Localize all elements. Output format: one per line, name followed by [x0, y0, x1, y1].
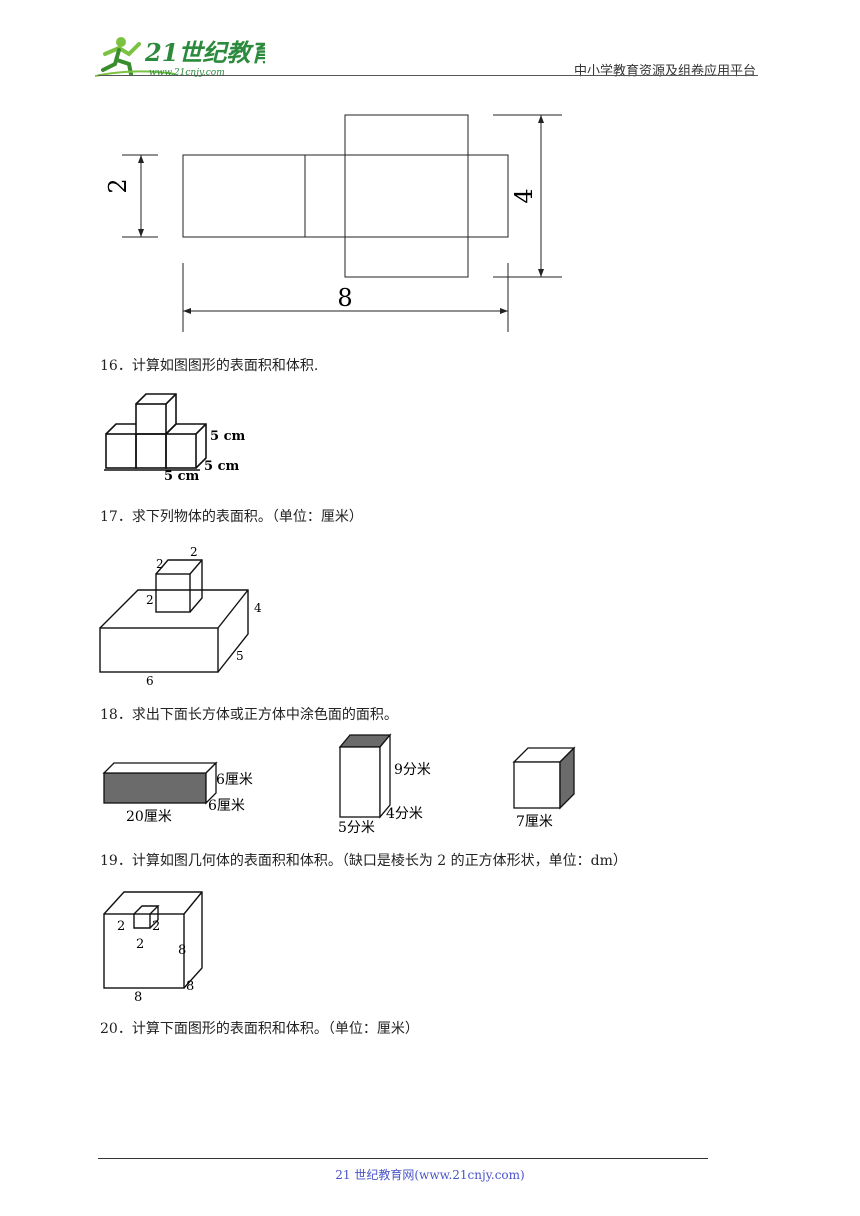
logo-url: www.21cnjy.com	[149, 68, 225, 78]
edge-height-label: 8	[178, 943, 186, 958]
dim-label-right: 4	[510, 188, 538, 203]
big-height-label: 4	[254, 601, 262, 615]
big-depth-label: 5	[236, 649, 244, 663]
shaded-faces-diagram: 6厘米 6厘米 20厘米 9分米 4分米 5分米 7厘米	[102, 733, 576, 836]
site-logo: 21世纪教育 www.21cnjy.com	[95, 37, 265, 78]
c-width-label: 7厘米	[516, 814, 553, 830]
edge-width-label: 8	[134, 990, 142, 1005]
question-18: 18．求出下面长方体或正方体中涂色面的面积。	[100, 707, 398, 723]
question-19: 19．计算如图几何体的表面积和体积。（缺口是棱长为 2 的正方体形状，单位：dm…	[100, 853, 627, 869]
header-platform-title: 中小学教育资源及组卷应用平台	[573, 64, 756, 79]
header-divider	[98, 75, 758, 76]
a-depth-label: 6厘米	[208, 798, 245, 814]
net-diagram: 2 4 8	[104, 114, 562, 332]
small-top-label: 2	[190, 545, 198, 559]
stacked-solid-diagram: 2 2 2 4 5 6	[99, 545, 262, 688]
b-depth-label: 4分米	[386, 806, 423, 822]
shaded-front-face	[103, 772, 207, 804]
notched-cube-diagram: 2 2 2 8 8 8	[103, 891, 203, 1005]
big-width-label: 6	[146, 674, 154, 688]
cube-stack-diagram: 5 cm 5 cm 5 cm	[104, 393, 245, 482]
notch-bottom-label: 2	[136, 937, 144, 952]
cube-label-width: 5 cm	[164, 469, 199, 482]
shaded-side-face	[559, 746, 575, 810]
question-20: 20．计算下面图形的表面积和体积。（单位：厘米）	[100, 1021, 419, 1037]
runner-icon	[95, 37, 176, 77]
cube-label-height: 5 cm	[210, 429, 245, 444]
small-left-top-label: 2	[156, 557, 164, 571]
footer-link[interactable]: 21 世纪教育网(www.21cnjy.com)	[335, 1168, 525, 1182]
footer-divider	[98, 1158, 708, 1159]
b-height-label: 9分米	[394, 762, 431, 778]
cube-label-depth: 5 cm	[204, 459, 239, 474]
dim-label-height: 2	[104, 178, 132, 193]
a-width-label: 20厘米	[126, 809, 172, 825]
small-left-label: 2	[146, 593, 154, 607]
question-17: 17．求下列物体的表面积。（单位：厘米）	[100, 509, 363, 525]
net-cross-face	[344, 114, 469, 278]
notch-left-label: 2	[117, 919, 125, 934]
logo-text: 21世纪教育	[144, 38, 265, 67]
b-width-label: 5分米	[338, 820, 375, 836]
a-height-label: 6厘米	[216, 772, 253, 788]
question-16: 16．计算如图图形的表面积和体积.	[100, 358, 319, 374]
dim-label-bottom: 8	[337, 284, 352, 312]
notch-right-label: 2	[152, 919, 160, 934]
edge-depth-label: 8	[186, 979, 194, 994]
